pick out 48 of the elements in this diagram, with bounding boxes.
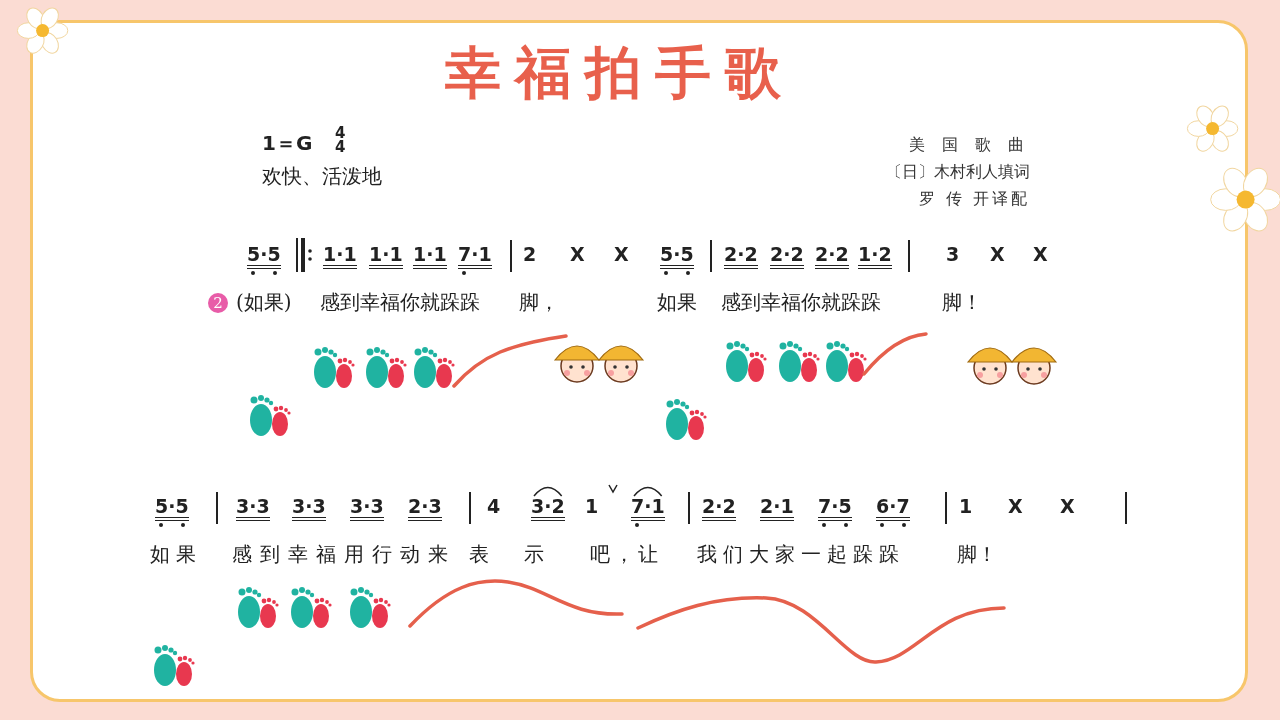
clap-mark: X <box>570 245 585 264</box>
note: 1 <box>585 497 599 516</box>
note-group: 7·1 <box>631 497 665 521</box>
note: 4 <box>487 497 501 516</box>
lyric: 感到幸福你就跺跺 <box>721 292 881 312</box>
lyric: 脚， <box>519 292 559 312</box>
lyric: 吧，让 <box>590 544 662 564</box>
key-signature: 1＝G <box>262 133 313 153</box>
note-group: 2·1 <box>760 497 794 521</box>
note-group: 3·3 <box>350 497 384 521</box>
lyric: 脚！ <box>957 544 997 564</box>
note-group: 1·1 <box>369 245 403 269</box>
lyric: 示 <box>524 544 544 564</box>
note-group: 2·2 <box>770 245 804 269</box>
note-group: 2·3 <box>408 497 442 521</box>
note-group: 1·1 <box>413 245 447 269</box>
lyric: 如果 <box>150 544 202 564</box>
clap-mark: X <box>1060 497 1075 516</box>
note-group: 3·2 <box>531 497 565 521</box>
time-signature: 4 <box>335 140 346 155</box>
lyric: 感到幸福你就跺跺 <box>320 292 480 312</box>
lyric: 表 <box>469 544 489 564</box>
clap-mark: X <box>1033 245 1048 264</box>
lyric: 我们大家一起跺跺 <box>697 544 905 564</box>
note: 3 <box>946 245 960 264</box>
note-group: 3·3 <box>292 497 326 521</box>
note-group: 1·1 <box>323 245 357 269</box>
translator-credit: 罗 传 开译配 <box>918 191 1030 207</box>
clap-mark: X <box>990 245 1005 264</box>
note: 2 <box>523 245 537 264</box>
time-signature: 4 <box>335 126 346 141</box>
composer-credit: 美 国 歌 曲 <box>908 137 1030 153</box>
note-group: 3·3 <box>236 497 270 521</box>
clap-mark: X <box>614 245 629 264</box>
note-group: 2·2 <box>724 245 758 269</box>
tempo-marking: 欢快、活泼地 <box>262 166 382 186</box>
lyric: (如果) <box>236 292 292 312</box>
lyricist-credit: 〔日〕木村利人填词 <box>886 164 1030 180</box>
title: 幸福拍手歌 <box>444 45 796 101</box>
note-group: 2·2 <box>815 245 849 269</box>
lyric: 脚！ <box>942 292 982 312</box>
note: 1 <box>959 497 973 516</box>
note-group: 2·2 <box>702 497 736 521</box>
note-group: 1·2 <box>858 245 892 269</box>
clap-mark: X <box>1008 497 1023 516</box>
lyric: 如果 <box>657 292 697 312</box>
note-group: 7·1 <box>458 245 492 269</box>
lyric: 感到幸福用行动来 <box>232 544 456 564</box>
